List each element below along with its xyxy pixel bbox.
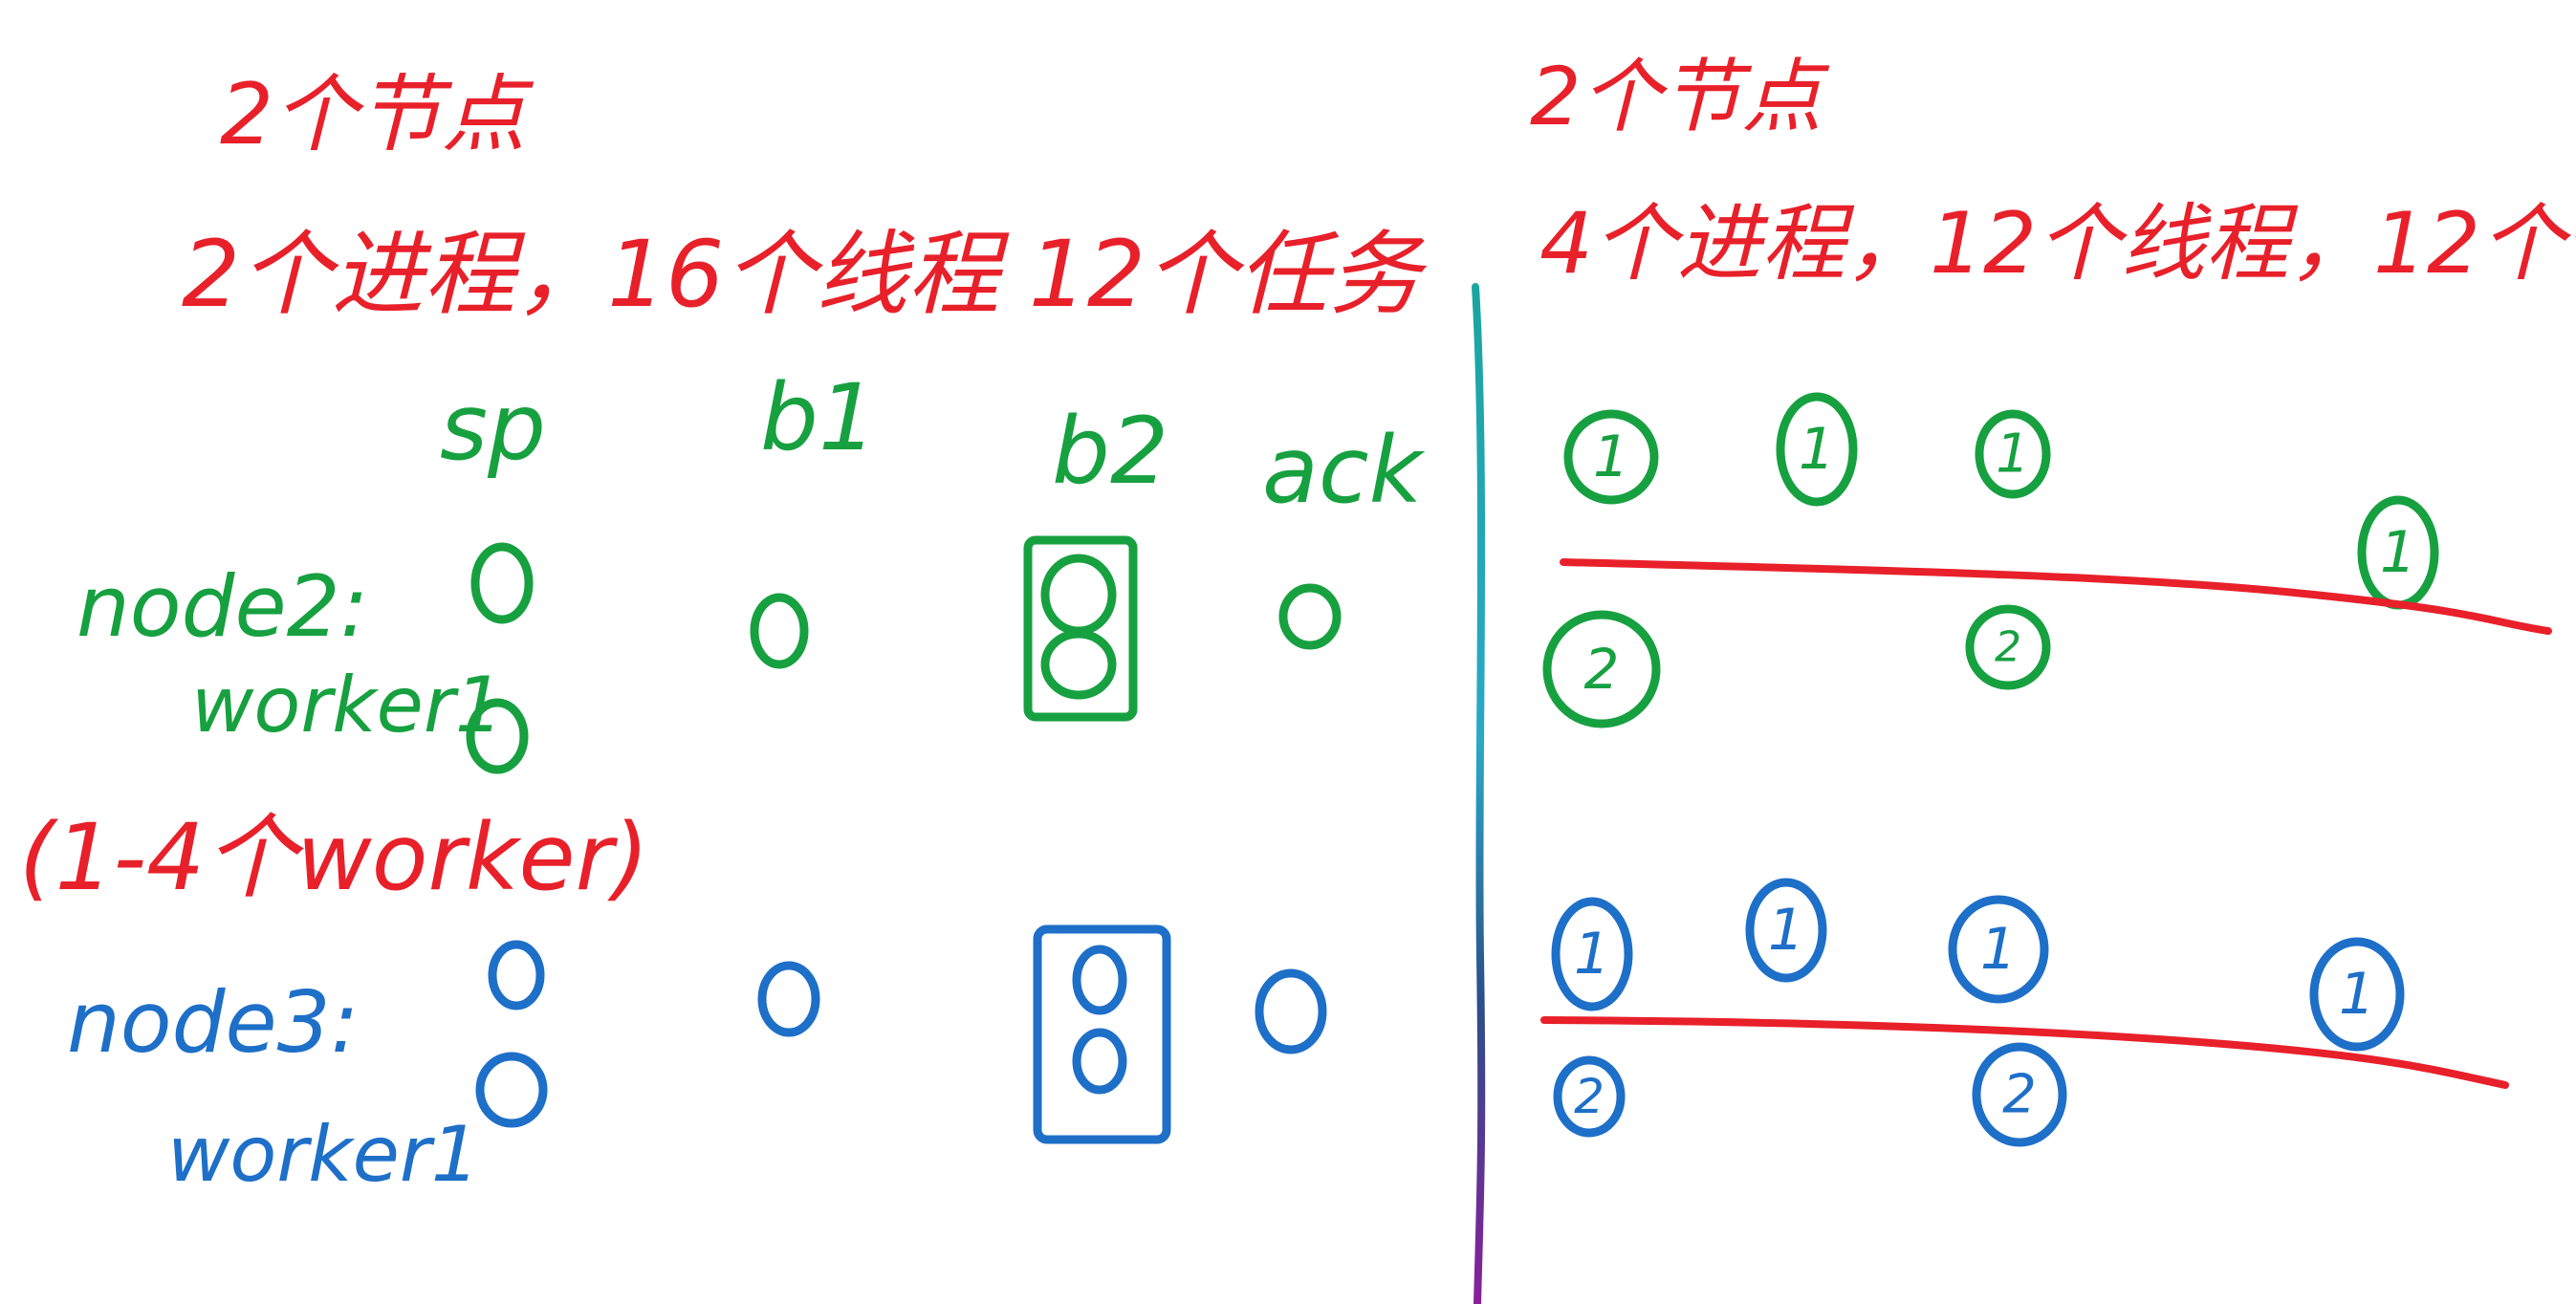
- green-group: 1 1 1 1 2 2: [1542, 392, 2552, 728]
- node3-sp-mark-2: [475, 1052, 548, 1128]
- node3-sp-mark-1: [488, 940, 545, 1011]
- range-note: (1-4个worker): [19, 804, 649, 911]
- blue-group: 1 1 1 1 2 2: [1540, 878, 2509, 1147]
- green-separator-line: [1560, 558, 2552, 635]
- node2-sp-mark-1: [470, 542, 534, 624]
- node3-b2-box: [1033, 924, 1171, 1144]
- blue-mark-label: 1: [2339, 961, 2375, 1028]
- right-heading-nodes: 2个节点: [1530, 50, 1829, 143]
- blue-mark-circle: [1745, 878, 1827, 983]
- node2-ack-mark: [1278, 583, 1342, 650]
- left-heading-nodes: 2个节点: [220, 65, 535, 163]
- node2-worker: worker1: [191, 661, 504, 750]
- green-mark-label: 2: [1584, 637, 1620, 702]
- left-heading-config: 2个进程，16个线程 12个任务: [182, 221, 1428, 328]
- column-header-ack: ack: [1262, 417, 1426, 524]
- green-mark-circle: [1965, 604, 2051, 690]
- node3-b1-mark: [757, 961, 820, 1037]
- green-mark-label: 1: [1996, 424, 2030, 486]
- green-mark-label: 1: [1799, 416, 1835, 483]
- blue-mark-label: 2: [2002, 1064, 2037, 1126]
- node2-sp-mark-2: [466, 698, 529, 774]
- blue-mark-circle: [1948, 895, 2049, 1004]
- right-heading-config: 4个进程，12个线程，12个任务: [1539, 194, 2576, 293]
- blue-mark-circle: [2309, 937, 2405, 1052]
- node3-worker: worker1: [167, 1110, 480, 1199]
- green-mark-label: 1: [1593, 424, 1629, 490]
- node3-marks: [475, 924, 1327, 1144]
- blue-separator-line: [1540, 1016, 2509, 1089]
- node2-b2-box: [1023, 535, 1138, 722]
- green-mark-circle: [1563, 409, 1659, 505]
- column-header-sp: sp: [440, 374, 546, 481]
- node2-b2-mark-2: [1040, 629, 1117, 700]
- column-header-b2: b2: [1052, 398, 1168, 505]
- blue-mark-label: 2: [1574, 1069, 1605, 1124]
- blue-mark-circle: [1553, 1055, 1626, 1138]
- node3-b2-mark-1: [1072, 945, 1127, 1015]
- blue-mark-circle: [1972, 1042, 2067, 1147]
- node2-marks: [466, 535, 1342, 774]
- node3-b2-mark-2: [1072, 1028, 1127, 1095]
- column-header-b1: b1: [760, 364, 877, 471]
- green-mark-label: 2: [1995, 623, 2021, 672]
- blue-mark-circle: [1551, 897, 1633, 1011]
- vertical-divider: [1472, 283, 1486, 1304]
- blue-mark-label: 1: [1980, 916, 2017, 983]
- node3-label: node3:: [67, 973, 359, 1072]
- node2-b2-mark-1: [1040, 554, 1117, 636]
- blue-mark-label: 1: [1574, 921, 1610, 988]
- node2-label: node2:: [76, 557, 368, 656]
- green-mark-circle: [1975, 409, 2051, 499]
- blue-mark-label: 1: [1768, 897, 1804, 964]
- green-mark-circle: [1542, 610, 1661, 728]
- green-mark-label: 1: [2380, 519, 2416, 586]
- green-mark-circle: [1776, 392, 1858, 507]
- node3-ack-mark: [1255, 968, 1327, 1054]
- node2-b1-mark: [750, 593, 809, 669]
